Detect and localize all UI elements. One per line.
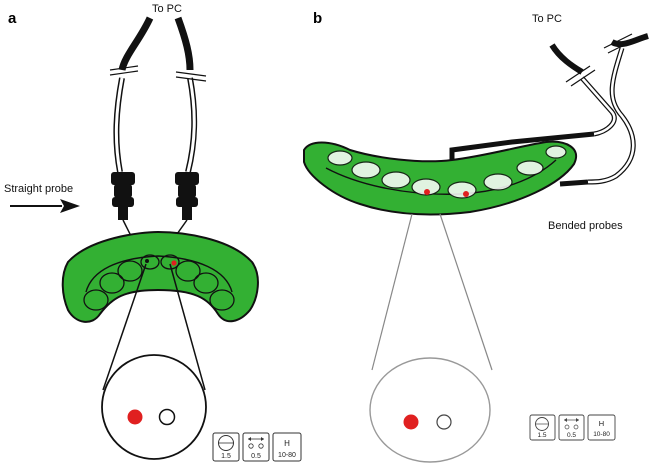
cables-b bbox=[549, 33, 649, 185]
height-range-b: 10-80 bbox=[593, 431, 610, 438]
straight-probe-arrow bbox=[10, 199, 80, 213]
cables-a bbox=[109, 16, 207, 173]
to-pc-label-a: To PC bbox=[152, 3, 182, 15]
green-splint-a bbox=[61, 230, 259, 323]
spacing-value-a: 0.5 bbox=[251, 453, 261, 460]
spacing-value-b: 0.5 bbox=[567, 432, 576, 439]
reference-electrode-b bbox=[436, 414, 452, 430]
height-range-a: 10-80 bbox=[278, 452, 296, 459]
panel-letter-a: a bbox=[8, 10, 17, 27]
magnifier-b bbox=[369, 213, 493, 463]
thickness-icon-a: 1.5 bbox=[212, 432, 240, 462]
magnified-view-b bbox=[369, 357, 491, 463]
thickness-value-a: 1.5 bbox=[221, 453, 231, 460]
panel-b: b To PC bbox=[303, 10, 649, 463]
height-letter-b: H bbox=[599, 419, 604, 428]
height-icon-a: H 10-80 bbox=[272, 432, 302, 462]
panel-letter-b: b bbox=[313, 10, 322, 27]
thickness-value-b: 1.5 bbox=[537, 432, 546, 439]
probe-connector-right-a bbox=[175, 172, 199, 220]
reference-electrode-a bbox=[158, 408, 176, 426]
straight-probe-label: Straight probe bbox=[4, 183, 73, 195]
dimension-icons-a: 1.5 0.5 H 10-80 bbox=[212, 432, 302, 462]
thickness-icon-b: 1.5 bbox=[529, 414, 556, 441]
electrode-dot-b1 bbox=[424, 189, 430, 195]
to-pc-label-b: To PC bbox=[532, 13, 562, 25]
magnified-view-a bbox=[101, 354, 207, 460]
probe-connector-left-a bbox=[111, 172, 135, 220]
spacing-icon-b: 0.5 bbox=[558, 414, 585, 441]
spacing-icon-a: 0.5 bbox=[242, 432, 270, 462]
height-icon-b: H 10-80 bbox=[587, 414, 616, 441]
dimension-icons-b: 1.5 0.5 H 10-80 bbox=[529, 414, 616, 441]
panel-a: a To PC bbox=[4, 3, 302, 462]
electrode-dot-b2 bbox=[463, 191, 469, 197]
magnifier-a bbox=[101, 263, 207, 460]
electrode-dot-a bbox=[171, 260, 177, 266]
active-electrode-a bbox=[127, 409, 143, 425]
green-splint-b bbox=[303, 140, 577, 216]
height-letter-a: H bbox=[284, 439, 290, 448]
active-electrode-b bbox=[403, 414, 419, 430]
bended-probes-label: Bended probes bbox=[548, 220, 623, 232]
